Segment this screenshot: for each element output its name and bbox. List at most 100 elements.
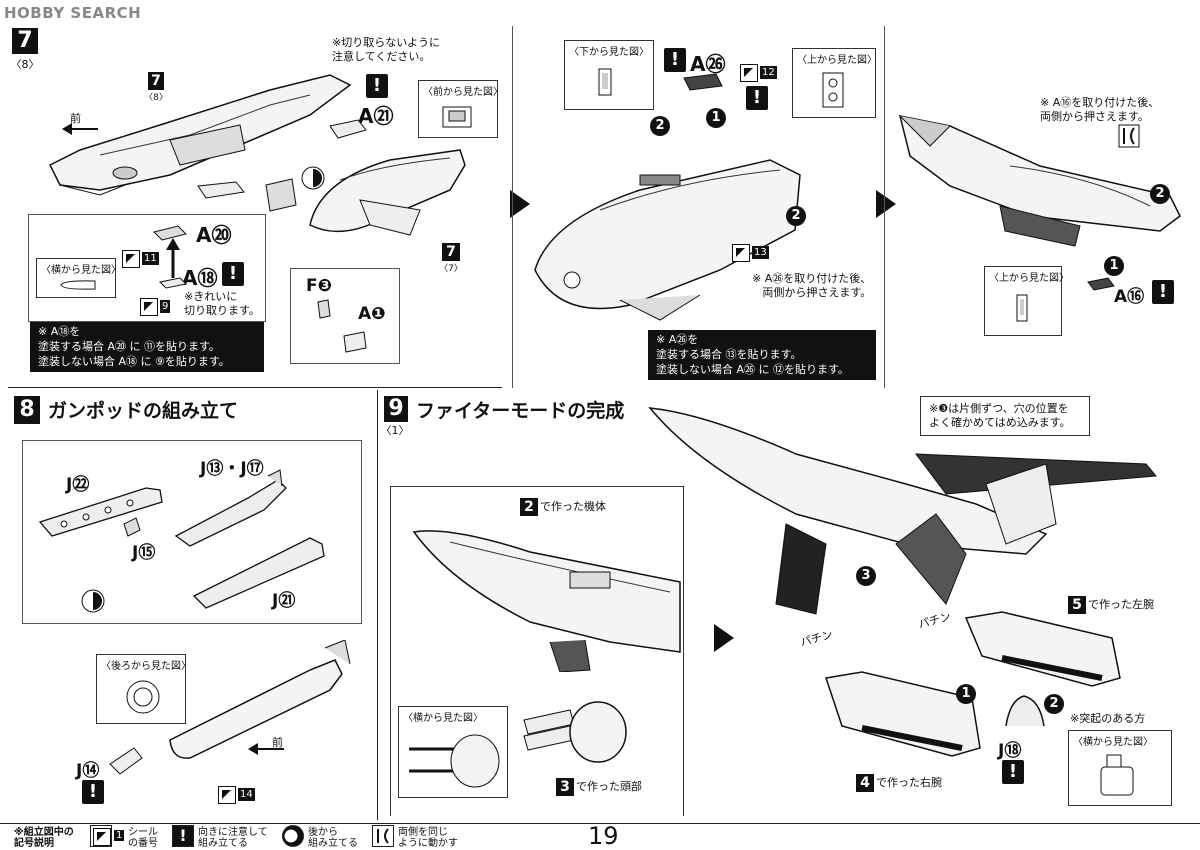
sticker-icon-12 bbox=[740, 64, 758, 82]
inner-step7-number: 7 bbox=[148, 72, 164, 90]
part-a18-drawing bbox=[158, 277, 188, 289]
orientation-icon-a21: ! bbox=[366, 74, 388, 98]
head-step-num: 3 bbox=[556, 778, 574, 796]
top-view-box-c: 〈上から見た図〉 bbox=[984, 266, 1069, 336]
right-arm-drawing bbox=[825, 671, 981, 757]
part-f3-drawing bbox=[317, 299, 331, 319]
page-number: 19 bbox=[588, 822, 619, 850]
label-a26: A㉖ bbox=[690, 52, 726, 76]
label-j21: J㉑ bbox=[272, 591, 296, 611]
sticker-icon-9 bbox=[140, 298, 158, 316]
sticker-11-num: 11 bbox=[142, 252, 159, 265]
sticker-13-num: 13 bbox=[752, 246, 769, 259]
part-a21-drawing bbox=[329, 119, 367, 139]
part-j14-drawing bbox=[109, 747, 143, 775]
orientation-icon-j18: ! bbox=[1002, 760, 1024, 784]
both-sides-icon bbox=[1118, 124, 1140, 148]
cockpit-step-sub: 〈7〉 bbox=[439, 264, 463, 274]
sticker-icon-14 bbox=[218, 786, 236, 804]
step9-number: 9 bbox=[384, 396, 408, 422]
legend-rear-label: 後から 組み立てる bbox=[308, 827, 358, 849]
fit-note-box: ※❸は片側ずつ、穴の位置を よく確かめてはめ込みます。 bbox=[920, 396, 1090, 436]
step-marker-2b-right: 2 bbox=[786, 206, 806, 226]
head-drawing bbox=[523, 701, 627, 763]
inner-step7-sub: 〈8〉 bbox=[144, 93, 168, 103]
part-a26-drawing bbox=[683, 73, 723, 91]
paint-note-step7: ※ A⑱を 塗装する場合 A⑳ に ⑪を貼ります。 塗装しない場合 A⑱ に ⑨… bbox=[30, 322, 264, 372]
head-made-label: で作った頭部 bbox=[576, 780, 642, 793]
sticker-icon-13 bbox=[732, 244, 750, 262]
step9-sub: 〈1〉 bbox=[380, 424, 410, 437]
side-view-box-9: 〈横から見た図〉 bbox=[398, 706, 508, 798]
rear-view-box: 〈後ろから見た図〉 bbox=[96, 654, 191, 724]
legend-both-icon bbox=[372, 825, 394, 847]
part-a-small-drawing bbox=[197, 181, 245, 199]
fighter-drawing bbox=[648, 407, 1157, 615]
protrusion-note: ※突起のある方 bbox=[1070, 712, 1146, 725]
step-marker-3: 3 bbox=[856, 566, 876, 586]
part-j13-drawing bbox=[174, 469, 287, 547]
orientation-icon-j14: ! bbox=[82, 780, 104, 804]
right-arm-label: で作った右腕 bbox=[876, 776, 942, 789]
left-arm-label: で作った左腕 bbox=[1088, 598, 1154, 611]
label-j13-j17: J⑬・J⑰ bbox=[200, 459, 264, 479]
step-marker-1-arm: 1 bbox=[956, 684, 976, 704]
main-body-drawing-c bbox=[898, 115, 1181, 247]
left-arm-step-num: 5 bbox=[1068, 596, 1086, 614]
step9-title: ファイターモードの完成 bbox=[416, 400, 625, 422]
part-f-drawing bbox=[265, 178, 297, 212]
label-a1: A❶ bbox=[358, 304, 386, 324]
divider-bc bbox=[884, 26, 885, 388]
label-a18: A⑱ bbox=[182, 266, 218, 290]
step-marker-2c: 2 bbox=[1150, 184, 1170, 204]
part-j18-drawing bbox=[1005, 695, 1045, 727]
label-a21: A㉑ bbox=[358, 104, 394, 128]
next-step-arrow-3 bbox=[714, 624, 734, 652]
part-j15-drawing bbox=[123, 517, 141, 537]
front-arrow-8 bbox=[248, 743, 284, 755]
orientation-icon-a18: ! bbox=[222, 262, 244, 286]
careful-note: ※切り取らないように 注意してください。 bbox=[332, 36, 440, 63]
paint-note-step7b: ※ A㉖を 塗装する場合 ⑬を貼ります。 塗装しない場合 A㉖ に ⑫を貼ります… bbox=[648, 330, 876, 380]
front-view-box: 〈前から見た図〉 bbox=[418, 80, 503, 138]
orientation-icon-a26: ! bbox=[664, 48, 686, 72]
body-step-num: 2 bbox=[520, 498, 538, 516]
orientation-icon-a16: ! bbox=[1152, 280, 1174, 304]
left-arm-drawing bbox=[964, 611, 1121, 687]
bottom-view-box: 〈下から見た図〉 bbox=[564, 40, 654, 110]
legend-sticker-num: 1 bbox=[114, 830, 125, 841]
divider-ab bbox=[512, 26, 513, 388]
gunpod-assembled-drawing bbox=[169, 640, 351, 759]
label-j22: J㉒ bbox=[66, 475, 90, 495]
part-a1-drawing bbox=[343, 331, 367, 353]
step7-sub: 〈8〉 bbox=[10, 58, 40, 71]
sticker-12-num: 12 bbox=[760, 66, 777, 79]
main-body-drawing-b bbox=[534, 159, 801, 321]
right-arm-step-num: 4 bbox=[856, 774, 874, 792]
label-f3: F❸ bbox=[306, 276, 333, 296]
label-j14: J⑭ bbox=[76, 761, 100, 781]
part-a16-drawing bbox=[1087, 277, 1115, 291]
legend-orient-label: 向きに注意して 組み立てる bbox=[198, 827, 268, 849]
press-note-c: ※ A⑯を取り付けた後、 両側から押さえます。 bbox=[1040, 96, 1160, 123]
sticker-14-num: 14 bbox=[238, 788, 255, 801]
side-view-box-j18: 〈横から見た図〉 bbox=[1068, 730, 1172, 806]
part-j22-drawing bbox=[38, 487, 163, 537]
cockpit-step-number: 7 bbox=[442, 243, 460, 261]
legend-orient-icon: ! bbox=[172, 825, 194, 847]
body-made-label: で作った機体 bbox=[540, 500, 606, 513]
legend-title: ※組立図中の 記号説明 bbox=[14, 827, 74, 849]
symbol-legend: ※組立図中の 記号説明 1 シール の番号 ! 向きに注意して 組み立てる 後か… bbox=[0, 823, 1200, 850]
step8-title: ガンポッドの組み立て bbox=[48, 400, 239, 422]
press-note-b: ※ A㉖を取り付けた後、 両側から押さえます。 bbox=[752, 272, 872, 299]
watermark-logo: HOBBY SEARCH bbox=[4, 4, 142, 22]
step7-number: 7 bbox=[12, 28, 38, 54]
label-a16: A⑯ bbox=[1114, 287, 1145, 307]
fuselage-drawing-9 bbox=[412, 530, 681, 672]
step-marker-2b-left: 2 bbox=[650, 116, 670, 136]
rear-assembly-icon-8 bbox=[81, 589, 105, 613]
next-step-arrow-1 bbox=[510, 190, 530, 218]
legend-both-label: 両側を同じ ように動かす bbox=[398, 827, 458, 849]
sticker-9-num: 9 bbox=[160, 300, 171, 313]
label-j15: J⑮ bbox=[132, 543, 156, 563]
